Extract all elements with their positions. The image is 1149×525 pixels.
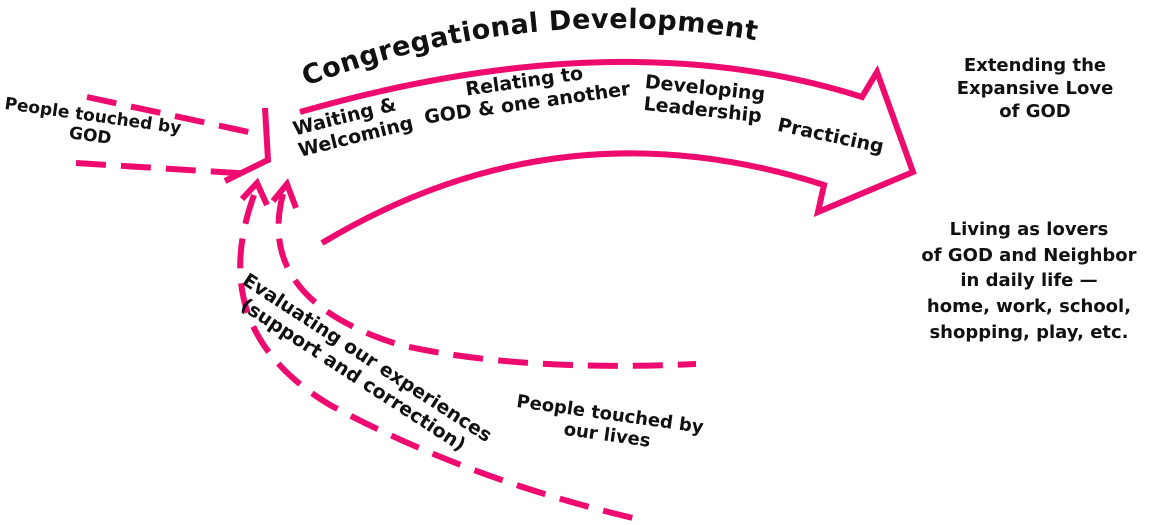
outcome-living-line-1: Living as lovers (949, 219, 1109, 240)
feedback-dashed-loop-inner (275, 193, 697, 369)
outcome-extending-line-3: of GOD (999, 100, 1071, 122)
outcome-living-line-5: shopping, play, etc. (929, 321, 1129, 343)
outcome-living-as-lovers: Living as lovers of GOD and Neighbor in … (913, 217, 1145, 346)
feedback-dashed-loop-outer (237, 193, 638, 522)
outcome-living-line-4: home, work, school, (926, 296, 1132, 318)
development-arrow-outline (299, 58, 917, 246)
outcome-extending-line-2: Expansive Love (956, 77, 1114, 99)
incoming-dashed-line-lower (75, 160, 253, 177)
outcome-extending-love: Extending the Expansive Love of GOD (950, 55, 1120, 124)
feedback-arrowhead-left (239, 177, 270, 207)
feedback-arrowhead-right (270, 178, 299, 210)
outcome-living-line-2: of GOD and Neighbor (921, 244, 1137, 266)
incoming-dashed-line-upper (86, 94, 259, 137)
outcome-living-line-3: in daily life — (960, 270, 1098, 292)
outcome-extending-line-1: Extending the (963, 55, 1107, 76)
